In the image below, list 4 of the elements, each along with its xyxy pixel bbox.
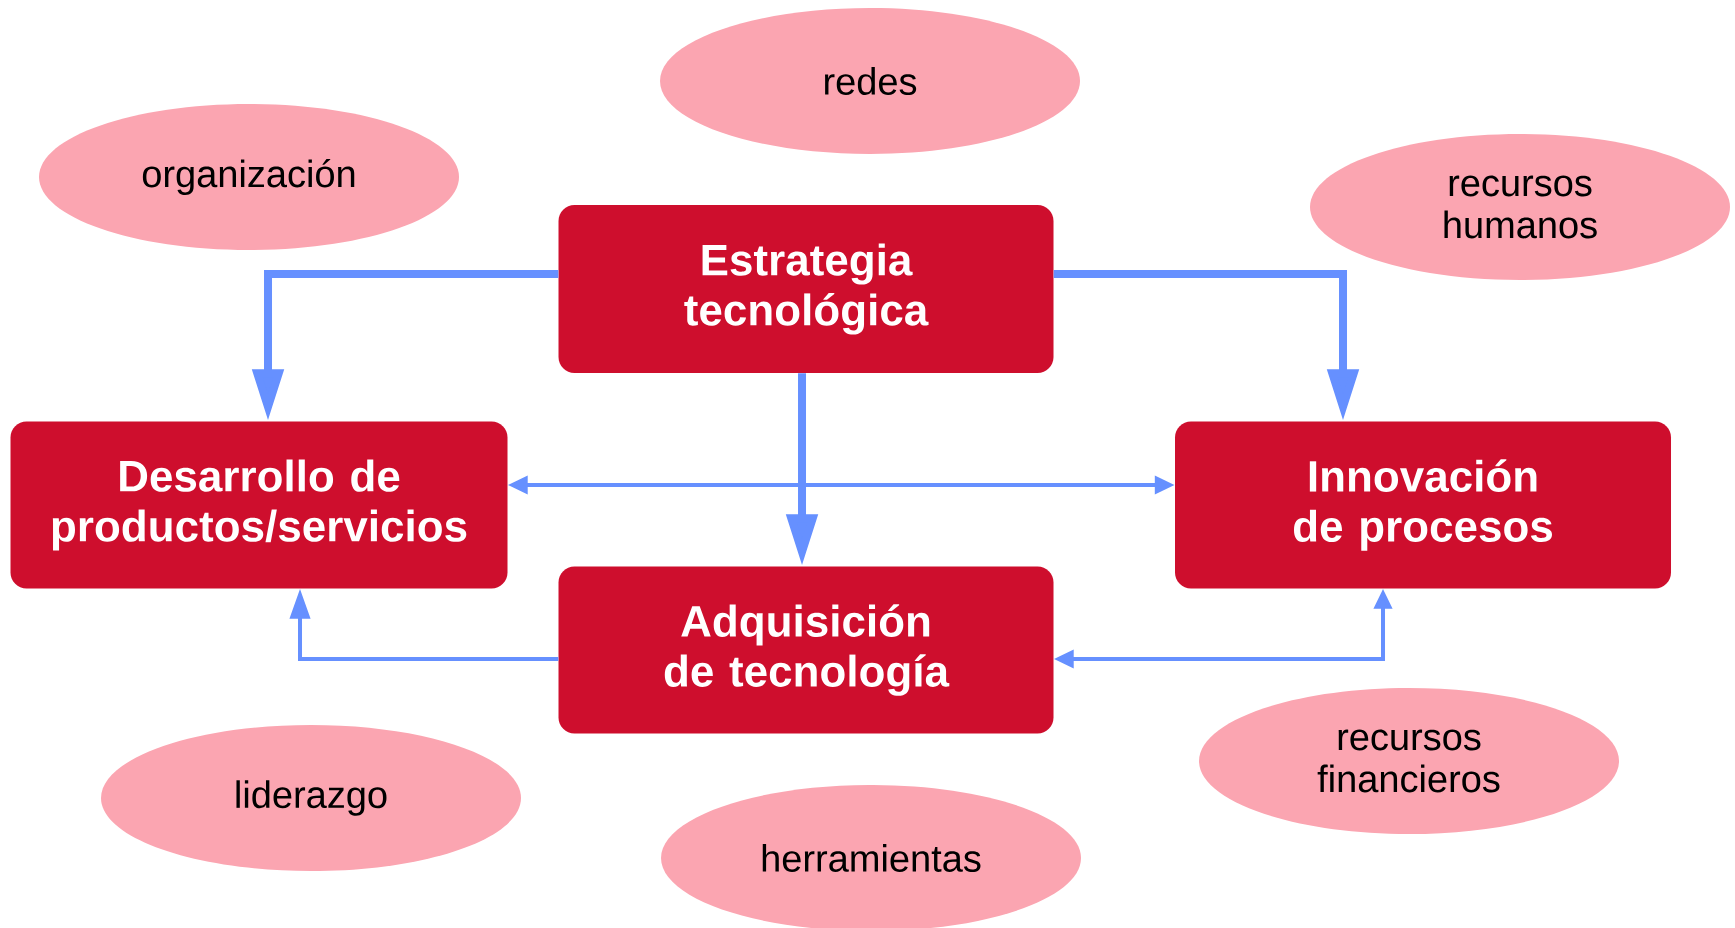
process-box: Innovación de procesos: [1175, 421, 1671, 589]
process-box: Estrategia tecnológica: [558, 205, 1054, 373]
process-box: Desarrollo de productos/servicios: [10, 421, 508, 589]
process-box: Adquisición de tecnología: [558, 566, 1054, 734]
